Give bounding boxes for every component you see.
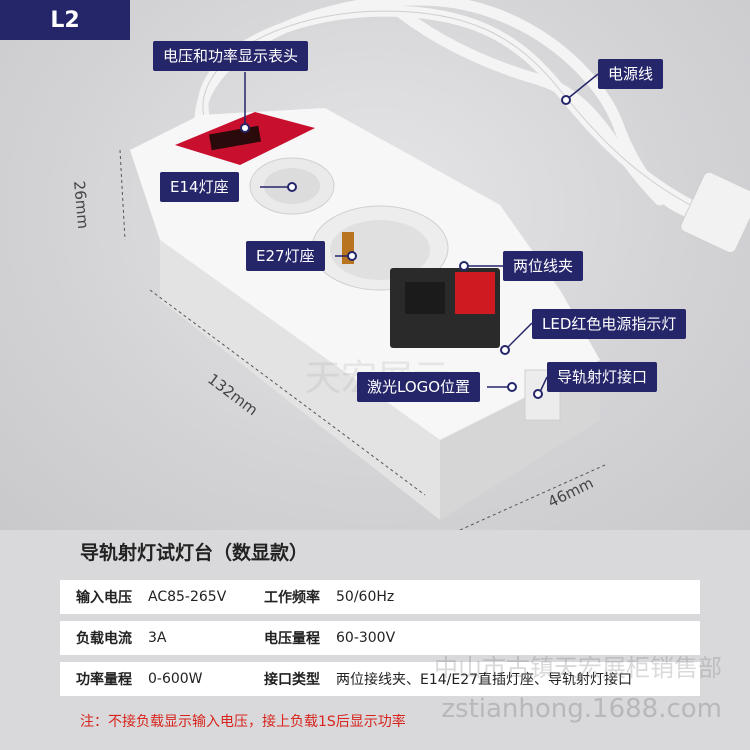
spec-key: 功率量程	[76, 672, 132, 688]
spec-row: 功率量程 0-600W 接口类型 两位接线夹、E14/E27直插灯座、导轨射灯接…	[60, 662, 700, 696]
model-badge: L2	[0, 0, 130, 40]
watermark-site: zstianhong.1688.com	[441, 694, 722, 724]
spec-key: 输入电压	[76, 590, 132, 606]
spec-value: 0-600W	[148, 671, 203, 687]
callout-meter: 电压和功率显示表头	[153, 41, 309, 71]
spec-value: AC85-265V	[148, 589, 227, 605]
callout-e27: E27灯座	[246, 241, 325, 271]
callout-logo: 激光LOGO位置	[357, 372, 481, 402]
spec-key: 电压量程	[264, 631, 320, 647]
callout-led: LED红色电源指示灯	[532, 309, 687, 339]
usage-note: 注：不接负载显示输入电压，接上负载1S后显示功率	[80, 714, 406, 730]
power-strip-illustration: 天宏展示	[119, 0, 750, 531]
watermark-shop: 中山市古镇天宏展柜销售部	[434, 654, 722, 682]
callout-e14: E14灯座	[160, 172, 239, 202]
spec-key: 工作频率	[264, 590, 320, 606]
product-title: 导轨射灯试灯台（数显款）	[80, 542, 309, 564]
callout-power-cord: 电源线	[598, 59, 664, 89]
spec-value: 两位接线夹、E14/E27直插灯座、导轨射灯接口	[336, 672, 633, 688]
callout-rail: 导轨射灯接口	[547, 362, 658, 392]
spec-value: 3A	[148, 630, 167, 646]
spec-row: 负载电流 3A 电压量程 60-300V	[60, 621, 700, 655]
spec-value: 50/60Hz	[336, 589, 395, 605]
spec-row: 输入电压 AC85-265V 工作频率 50/60Hz	[60, 580, 700, 614]
callout-clip: 两位线夹	[503, 251, 584, 281]
spec-key: 负载电流	[76, 631, 132, 647]
spec-value: 60-300V	[336, 630, 396, 646]
spec-key: 接口类型	[264, 672, 320, 688]
